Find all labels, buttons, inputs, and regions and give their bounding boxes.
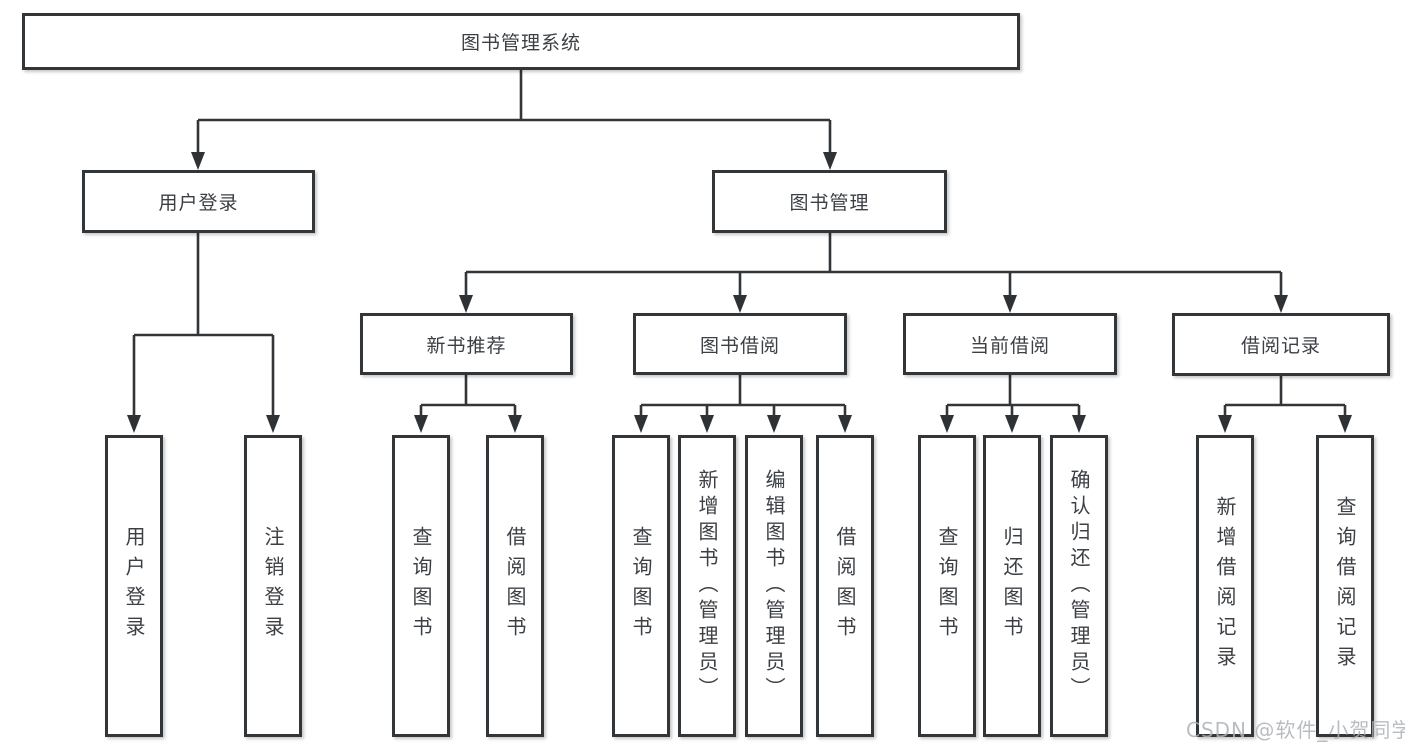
node-current-borrow: 当前借阅 <box>903 313 1117 375</box>
leaf-edit-books-admin: 编辑图书（管理员） <box>745 435 803 737</box>
leaf-user-login: 用户登录 <box>105 435 163 737</box>
csdn-watermark: CSDN @软件_小贺同学 <box>1186 718 1405 742</box>
leaf-add-books-admin: 新增图书（管理员） <box>678 435 736 737</box>
leaf-query-books-borrow: 查询图书 <box>612 435 670 737</box>
leaf-add-borrow-record: 新增借阅记录 <box>1196 435 1254 737</box>
leaf-return-books: 归还图书 <box>983 435 1041 737</box>
leaf-logout: 注销登录 <box>244 435 302 737</box>
node-borrow-record: 借阅记录 <box>1172 313 1390 376</box>
node-book-borrow: 图书借阅 <box>633 313 847 375</box>
leaf-query-books-recommend: 查询图书 <box>392 435 450 737</box>
node-library-management-system: 图书管理系统 <box>22 13 1020 70</box>
leaf-borrow-books: 借阅图书 <box>816 435 874 737</box>
node-new-book-recommend: 新书推荐 <box>360 313 573 375</box>
node-book-management: 图书管理 <box>712 170 947 233</box>
leaf-borrow-books-recommend: 借阅图书 <box>486 435 544 737</box>
node-user-login: 用户登录 <box>82 170 315 233</box>
leaf-query-books-current: 查询图书 <box>918 435 976 737</box>
arrowhead-icons <box>127 152 1352 433</box>
leaf-confirm-return-admin: 确认归还（管理员） <box>1050 435 1108 737</box>
leaf-query-borrow-record: 查询借阅记录 <box>1316 435 1374 737</box>
